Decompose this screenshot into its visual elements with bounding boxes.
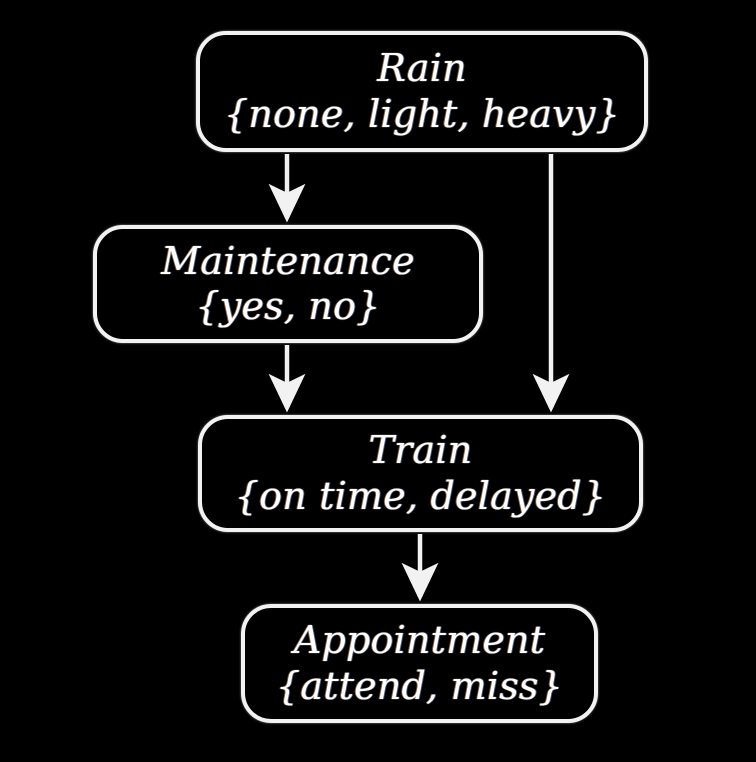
node-train-title: Train	[368, 428, 473, 473]
node-train-states: {on time, delayed}	[234, 473, 607, 518]
node-maintenance-states: {yes, no}	[195, 284, 381, 328]
node-rain[interactable]: Rain {none, light, heavy}	[196, 31, 648, 152]
node-maintenance-title: Maintenance	[161, 238, 415, 283]
node-train[interactable]: Train {on time, delayed}	[198, 415, 643, 532]
node-appointment[interactable]: Appointment {attend, miss}	[241, 604, 598, 723]
node-rain-title: Rain	[377, 46, 467, 91]
node-appointment-title: Appointment	[293, 618, 546, 663]
node-appointment-states: {attend, miss}	[276, 663, 563, 708]
node-maintenance[interactable]: Maintenance {yes, no}	[93, 225, 483, 343]
node-rain-states: {none, light, heavy}	[224, 91, 620, 136]
